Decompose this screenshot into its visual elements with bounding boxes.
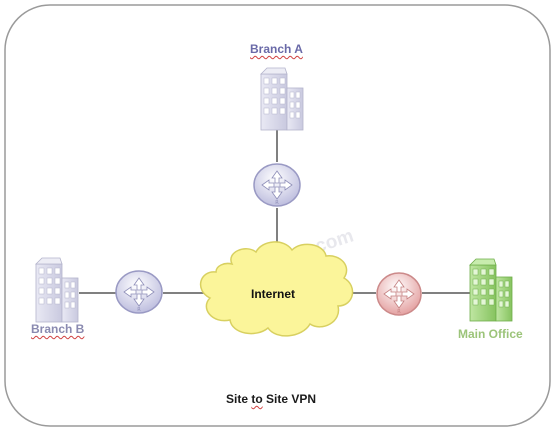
main-office-label: Main Office: [458, 327, 523, 341]
router-branch-a: R: [253, 163, 301, 207]
building-icon: [469, 258, 513, 322]
internet-label: Internet: [251, 287, 295, 301]
svg-text:R: R: [275, 200, 279, 206]
caption-part-2: to: [251, 392, 263, 406]
router-icon: [376, 272, 422, 316]
caption-part-1: Site: [226, 392, 252, 406]
router-icon: [253, 163, 301, 207]
svg-text:R: R: [397, 309, 401, 315]
branch-a-label: Branch A: [250, 42, 303, 56]
building-branch-a: [260, 67, 304, 131]
router-main-office: R: [376, 272, 422, 316]
diagram-caption: Site to Site VPN: [226, 392, 316, 406]
building-main-office: [469, 258, 513, 322]
caption-part-3: Site VPN: [262, 392, 317, 406]
building-branch-b: [35, 257, 79, 323]
building-icon: [260, 67, 304, 131]
branch-b-label: Branch B: [31, 322, 85, 336]
cloud-icon: [199, 241, 354, 337]
building-icon: [35, 257, 79, 323]
router-branch-b: R: [115, 270, 163, 314]
internet-cloud: Internet: [199, 241, 354, 337]
links: [79, 128, 470, 294]
svg-text:R: R: [137, 307, 141, 313]
router-icon: [115, 270, 163, 314]
